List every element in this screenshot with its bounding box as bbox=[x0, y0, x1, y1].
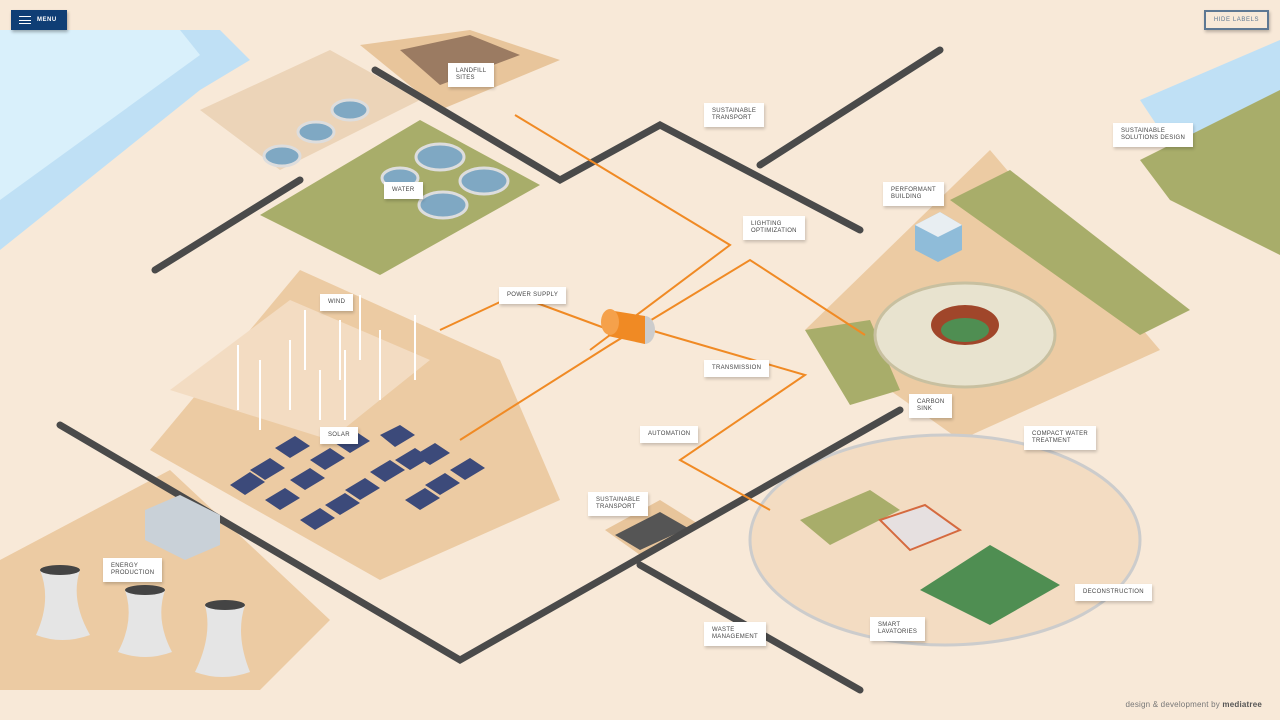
label-energy-production[interactable]: ENERGY PRODUCTION bbox=[103, 558, 163, 582]
tent bbox=[878, 503, 963, 552]
label-waste-management[interactable]: WASTE MANAGEMENT bbox=[704, 622, 767, 646]
label-sustainable-solutions-design[interactable]: SUSTAINABLE SOLUTIONS DESIGN bbox=[1113, 123, 1194, 147]
park-grass bbox=[950, 170, 1190, 335]
label-transmission[interactable]: TRANSMISSION bbox=[704, 360, 770, 377]
solutions-grass bbox=[1140, 90, 1280, 255]
label-solar[interactable]: SOLAR bbox=[320, 427, 358, 444]
label-wind[interactable]: WIND bbox=[320, 294, 354, 311]
menu-label: MENU bbox=[37, 17, 57, 23]
label-power-supply[interactable]: POWER SUPPLY bbox=[499, 287, 567, 304]
label-smart-lavatories[interactable]: SMART LAVATORIES bbox=[870, 617, 926, 641]
hamburger-icon bbox=[19, 16, 31, 24]
label-landfill-sites[interactable]: LANDFILL SITES bbox=[448, 63, 495, 87]
label-compact-water-treatment[interactable]: COMPACT WATER TREATMENT bbox=[1024, 426, 1097, 450]
water-plant-area bbox=[200, 50, 420, 170]
building bbox=[915, 212, 962, 262]
hide-labels-button[interactable]: HIDE LABELS bbox=[1204, 10, 1269, 30]
solar-panels bbox=[230, 425, 485, 530]
wind-turbines bbox=[237, 295, 416, 430]
label-sustainable-transport-top[interactable]: SUSTAINABLE TRANSPORT bbox=[704, 103, 765, 127]
brand-logo[interactable]: mediatree bbox=[1222, 700, 1262, 709]
label-deconstruction[interactable]: DECONSTRUCTION bbox=[1075, 584, 1152, 601]
water-tanks bbox=[262, 98, 510, 220]
label-lighting-optimization[interactable]: LIGHTING OPTIMIZATION bbox=[743, 216, 805, 240]
event-site bbox=[748, 433, 1142, 647]
factory bbox=[145, 495, 220, 560]
label-sustainable-transport-bottom[interactable]: SUSTAINABLE TRANSPORT bbox=[588, 492, 649, 516]
label-carbon-sink[interactable]: CARBON SINK bbox=[909, 394, 953, 418]
cooling-towers bbox=[36, 565, 250, 677]
footer-credit[interactable]: design & development by mediatree bbox=[1126, 700, 1262, 709]
label-water[interactable]: WATER bbox=[384, 182, 423, 199]
label-performant-building[interactable]: PERFORMANT BUILDING bbox=[883, 182, 944, 206]
menu-button[interactable]: MENU bbox=[11, 10, 67, 30]
battery-icon bbox=[601, 309, 655, 344]
stadium bbox=[873, 281, 1057, 389]
label-automation[interactable]: AUTOMATION bbox=[640, 426, 699, 443]
footer-text: design & development by bbox=[1125, 700, 1220, 709]
